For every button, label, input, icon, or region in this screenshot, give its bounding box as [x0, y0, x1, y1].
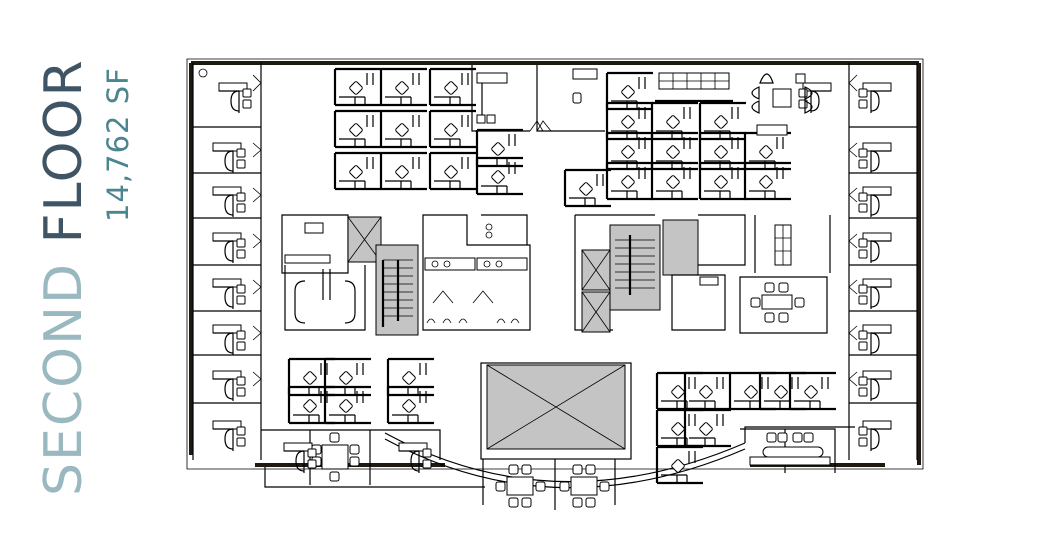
open-workstations-south-east — [655, 371, 838, 485]
open-workstations-south-west — [287, 357, 436, 425]
conference-room-south-1 — [482, 459, 556, 510]
conference-room-south-west — [261, 429, 441, 485]
elevator-bank-east — [574, 214, 699, 333]
lounge-seating-area — [751, 73, 813, 114]
floor-title-ordinal: SECOND — [34, 261, 94, 496]
perimeter-offices-west — [192, 63, 262, 460]
perimeter-offices-east — [798, 63, 918, 460]
floor-title: SECOND FLOOR — [34, 58, 94, 496]
floor-area: 14,762 SF — [101, 67, 135, 222]
floor-title-label: FLOOR — [34, 58, 94, 244]
floor-title-block: SECOND FLOOR 14,762 SF — [0, 0, 180, 554]
conference-room-east — [671, 214, 831, 334]
elevator-core-west — [281, 214, 419, 336]
restrooms — [422, 214, 531, 331]
atrium-void — [480, 362, 632, 460]
conference-room-south-2 — [559, 459, 616, 508]
open-workstations-north-east — [605, 71, 793, 201]
floor-plan — [185, 55, 925, 525]
north-offices — [471, 65, 613, 208]
